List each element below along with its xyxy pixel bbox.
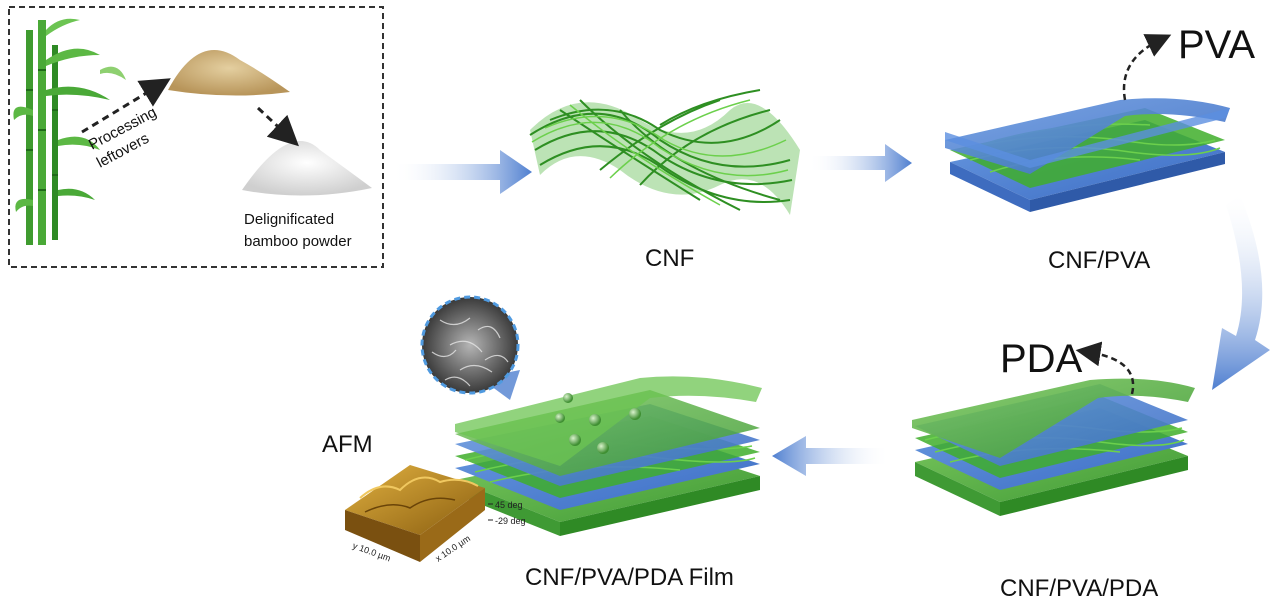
cnf-pva-label: CNF/PVA bbox=[1048, 247, 1150, 274]
bamboo-icon bbox=[13, 18, 126, 245]
product-label-line1: Delignificated bbox=[244, 211, 334, 228]
cnf-pva-pda-label: CNF/PVA/PDA bbox=[1000, 575, 1158, 602]
product-label-line2: bamboo powder bbox=[244, 233, 352, 250]
pva-film bbox=[945, 98, 1230, 174]
flow-arrow-1 bbox=[392, 150, 532, 194]
flow-arrow-3 bbox=[772, 436, 890, 476]
pda-particle bbox=[589, 414, 601, 426]
afm-scale-min: -29 deg bbox=[495, 516, 526, 526]
flow-arrow-curve bbox=[1212, 195, 1270, 390]
afm-title: AFM bbox=[322, 431, 373, 458]
flow-arrow-2 bbox=[808, 144, 912, 182]
cnf-pva-pda-stack bbox=[912, 378, 1195, 516]
processing-arrow bbox=[81, 78, 171, 134]
delignified-powder-icon bbox=[242, 141, 372, 196]
film-label: CNF/PVA/PDA Film bbox=[525, 564, 734, 591]
pda-label: PDA bbox=[1000, 337, 1083, 381]
cnf-label: CNF bbox=[645, 245, 694, 272]
pda-particle bbox=[563, 393, 573, 403]
pda-film bbox=[912, 378, 1195, 458]
pda-particle bbox=[555, 413, 565, 423]
pda-particle bbox=[569, 434, 581, 446]
sem-image bbox=[420, 295, 520, 395]
pda-particle bbox=[597, 442, 609, 454]
pda-removal-arrow bbox=[1075, 341, 1135, 395]
delignify-arrow bbox=[256, 106, 299, 147]
afm-surface bbox=[345, 465, 485, 562]
raw-powder-icon bbox=[168, 50, 290, 96]
pva-removal-arrow bbox=[1122, 34, 1172, 101]
film-stack bbox=[455, 376, 762, 536]
cnf-mesh-icon bbox=[529, 89, 800, 215]
pva-label: PVA bbox=[1178, 23, 1255, 67]
raw-material-box bbox=[8, 6, 384, 268]
sem-texture bbox=[431, 317, 509, 387]
pda-particle bbox=[629, 408, 641, 420]
pda-top-film bbox=[455, 376, 762, 466]
afm-scale-max: 45 deg bbox=[495, 500, 523, 510]
cnf-pva-stack bbox=[945, 98, 1230, 212]
